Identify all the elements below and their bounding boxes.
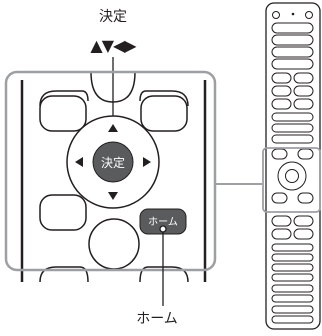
top-right-button bbox=[139, 90, 189, 107]
enter-button-label: 決定 bbox=[101, 155, 125, 170]
top-left-button bbox=[39, 90, 89, 107]
bottom-center-button bbox=[88, 218, 140, 270]
remote-dpad bbox=[277, 161, 307, 191]
arrows-callout-label: ▲▼◀▶ bbox=[90, 36, 137, 55]
left-button-lower bbox=[39, 194, 87, 231]
home-callout-label: ホーム bbox=[136, 311, 178, 327]
left-button-upper bbox=[39, 95, 87, 132]
top-center-button bbox=[90, 71, 136, 103]
right-button-upper bbox=[140, 95, 188, 132]
remote-control bbox=[262, 2, 321, 330]
dpad-down-arrow-icon[interactable] bbox=[108, 192, 118, 200]
remote-highlight-frame bbox=[262, 147, 321, 213]
dpad-right-arrow-icon[interactable] bbox=[143, 157, 151, 167]
indicator-dot bbox=[291, 12, 295, 16]
enter-callout-label: 決定 bbox=[99, 9, 127, 25]
bottom-left-button bbox=[39, 266, 89, 283]
power-button bbox=[272, 11, 280, 19]
bottom-right-button bbox=[139, 266, 189, 283]
dpad-up-arrow-icon[interactable] bbox=[108, 124, 118, 132]
top-right-button-small bbox=[305, 11, 313, 19]
remote-enter bbox=[285, 169, 299, 183]
enter-button[interactable] bbox=[92, 141, 134, 183]
home-callout-dot bbox=[159, 225, 167, 233]
zoomed-panel: 決定 ホーム bbox=[4, 70, 217, 283]
zoom-frame bbox=[4, 70, 217, 272]
home-button-label: ホーム bbox=[148, 216, 178, 228]
dpad-left-arrow-icon[interactable] bbox=[75, 157, 83, 167]
